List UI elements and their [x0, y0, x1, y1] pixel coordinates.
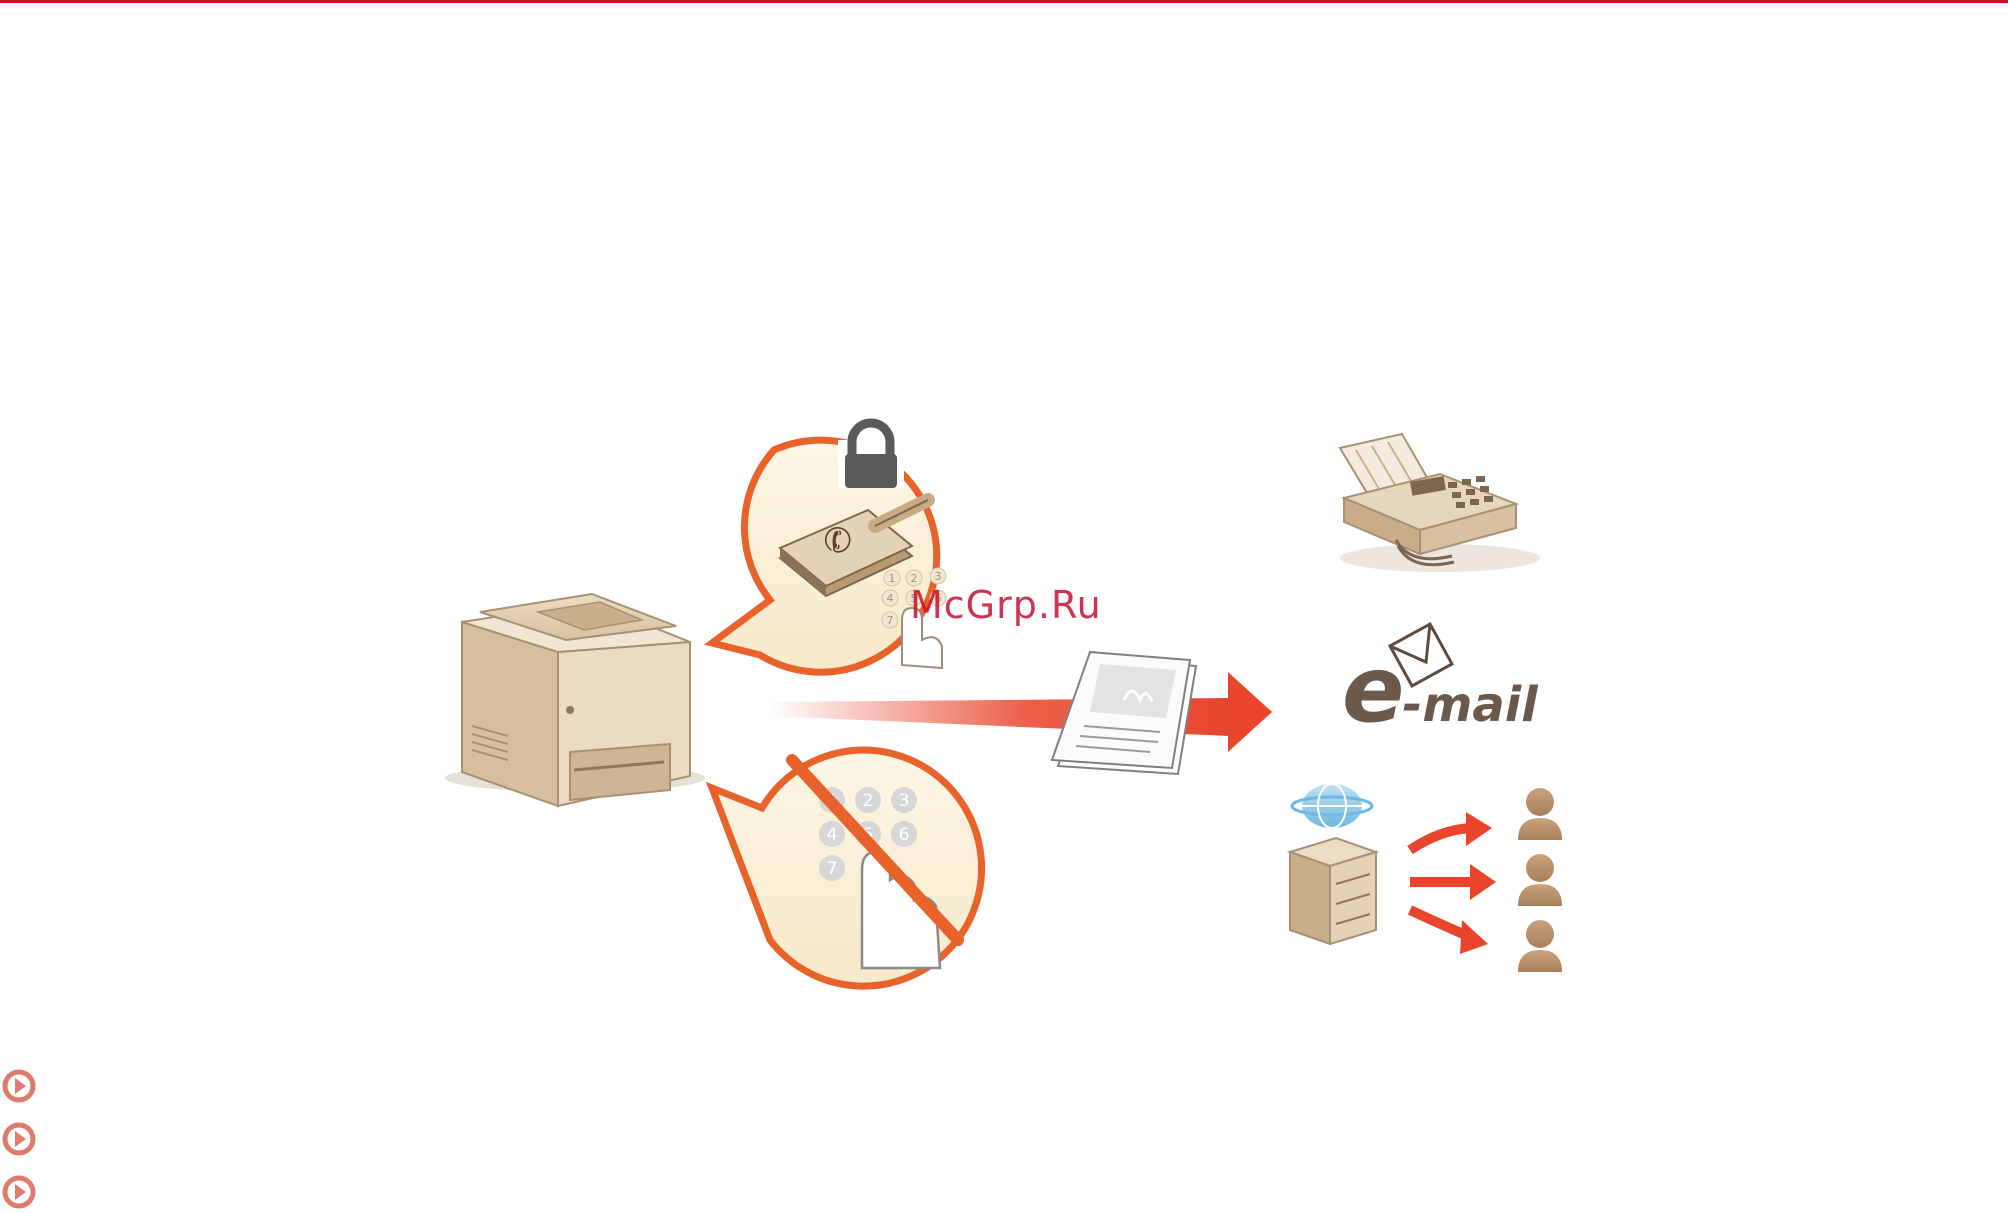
user-icon — [1518, 920, 1562, 972]
svg-text:4: 4 — [887, 592, 894, 605]
play-arrow-icon — [15, 1078, 26, 1094]
play-arrow-icon — [15, 1184, 26, 1200]
svg-text:3: 3 — [935, 570, 942, 583]
user-icon — [1518, 788, 1562, 840]
bullet-link-2[interactable] — [5, 1125, 33, 1153]
bullet-link-3[interactable] — [5, 1178, 33, 1206]
watermark-text: McGrp.Ru — [910, 583, 1102, 627]
send-arrow-icon — [770, 672, 1272, 752]
document-icon — [1052, 652, 1196, 774]
bullet-link-1[interactable] — [5, 1072, 33, 1100]
svg-text:7: 7 — [887, 614, 894, 627]
printer-icon — [445, 594, 705, 806]
svg-text:7: 7 — [827, 859, 838, 879]
lock-icon — [838, 423, 904, 488]
user-icon — [1518, 854, 1562, 906]
fax-machine-icon — [1340, 434, 1540, 572]
svg-text:1: 1 — [889, 572, 896, 585]
address-book-bubble: ✆ 1 2 3 4 5 6 7 — [712, 423, 946, 672]
email-logo-letter: e — [1342, 636, 1402, 743]
svg-text:2: 2 — [863, 791, 874, 811]
svg-text:6: 6 — [899, 825, 910, 845]
email-logo: e-mail — [1342, 636, 1538, 743]
file-server-icon — [1290, 784, 1376, 944]
prohibited-keypad-bubble: 1 2 3 4 5 6 7 — [712, 750, 982, 986]
svg-text:4: 4 — [827, 825, 838, 845]
svg-text:3: 3 — [899, 791, 910, 811]
distribution-arrows — [1410, 812, 1496, 954]
email-logo-rest: -mail — [1402, 677, 1537, 733]
play-arrow-icon — [15, 1131, 26, 1147]
